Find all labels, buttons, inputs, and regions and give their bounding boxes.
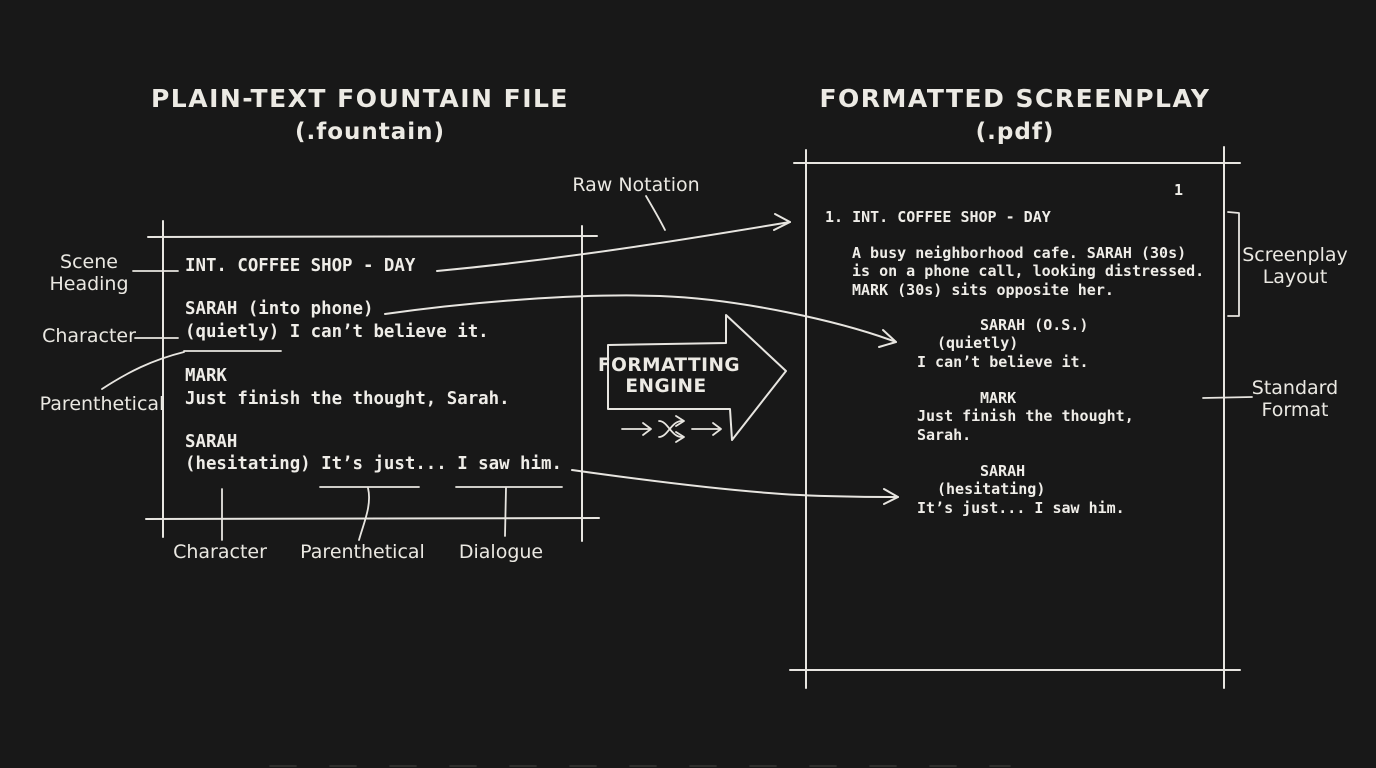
dialogue-mapping-arrow (571, 469, 899, 505)
label-standard-format: Standard Format (1251, 377, 1339, 421)
standard-format-tick (1202, 396, 1253, 399)
screenplay-action-line: is on a phone call, looking distressed. (852, 262, 1205, 280)
fountain-parenthetical-1: (quietly) I can’t believe it. (185, 322, 489, 342)
code-underlines (183, 350, 563, 488)
character-mapping-arrow (384, 294, 897, 348)
parenthetical-connector (358, 487, 370, 541)
right-panel-subtitle: (.pdf) (975, 119, 1055, 145)
label-character-left: Character (42, 325, 136, 347)
screenplay-dialogue-3: It’s just... I saw him. (917, 499, 1125, 517)
screenplay-action-line: MARK (30s) sits opposite her. (852, 281, 1114, 299)
right-panel-title: FORMATTED SCREENPLAY (819, 84, 1211, 113)
right-page-frame (789, 146, 1241, 689)
label-scene-heading: Scene Heading (49, 251, 129, 295)
left-panel-title: PLAIN-TEXT FOUNTAIN FILE (150, 84, 570, 113)
screenplay-scene-heading: 1. INT. COFFEE SHOP - DAY (825, 208, 1051, 226)
screenplay-layout-bracket (1227, 211, 1240, 317)
label-parenthetical-left: Parenthetical (39, 393, 165, 415)
bottom-label-connectors (221, 487, 507, 541)
fountain-dialogue-3: (hesitating) It’s just... I saw him. (185, 454, 562, 474)
fountain-character-2: MARK (185, 366, 227, 386)
label-character-bottom: Character (173, 541, 267, 563)
screenplay-action-line: A busy neighborhood cafe. SARAH (30s) (852, 244, 1187, 262)
raw-notation-pointer (645, 195, 666, 231)
formatting-engine-arrow (607, 314, 787, 441)
raw-notation-arrow (436, 213, 791, 272)
fountain-dialogue-2: Just finish the thought, Sarah. (185, 389, 510, 409)
shuffle-icon (658, 415, 685, 443)
screenplay-dialogue-2: Just finish the thought, (917, 407, 1134, 425)
label-raw-notation: Raw Notation (572, 174, 700, 196)
label-dialogue-bottom: Dialogue (458, 541, 544, 563)
left-panel-subtitle: (.fountain) (294, 119, 446, 145)
label-screenplay-layout: Screenplay Layout (1242, 244, 1348, 288)
label-parenthetical-bottom: Parenthetical (300, 541, 425, 563)
screenplay-parenthetical-1: (quietly) (937, 334, 1019, 352)
fountain-scene-heading: INT. COFFEE SHOP - DAY (185, 256, 416, 276)
screenplay-character-3: SARAH (980, 462, 1026, 480)
left-label-connectors (101, 270, 185, 390)
screenplay-dialogue-2b: Sarah. (917, 426, 972, 444)
formatting-engine-label: FORMATTING ENGINE (598, 355, 741, 397)
fountain-character-1: SARAH (into phone) (185, 299, 374, 319)
screenplay-dialogue-1: I can’t believe it. (917, 353, 1089, 371)
fountain-character-3: SARAH (185, 432, 238, 452)
dialogue-connector (504, 487, 507, 537)
page-number: 1 (1174, 181, 1184, 199)
transform-flow-icon (621, 415, 722, 443)
parenthetical-curve (101, 351, 185, 390)
screenplay-parenthetical-3: (hesitating) (937, 480, 1046, 498)
screenplay-character-1: SARAH (O.S.) (980, 316, 1089, 334)
screenplay-character-2: MARK (980, 389, 1017, 407)
